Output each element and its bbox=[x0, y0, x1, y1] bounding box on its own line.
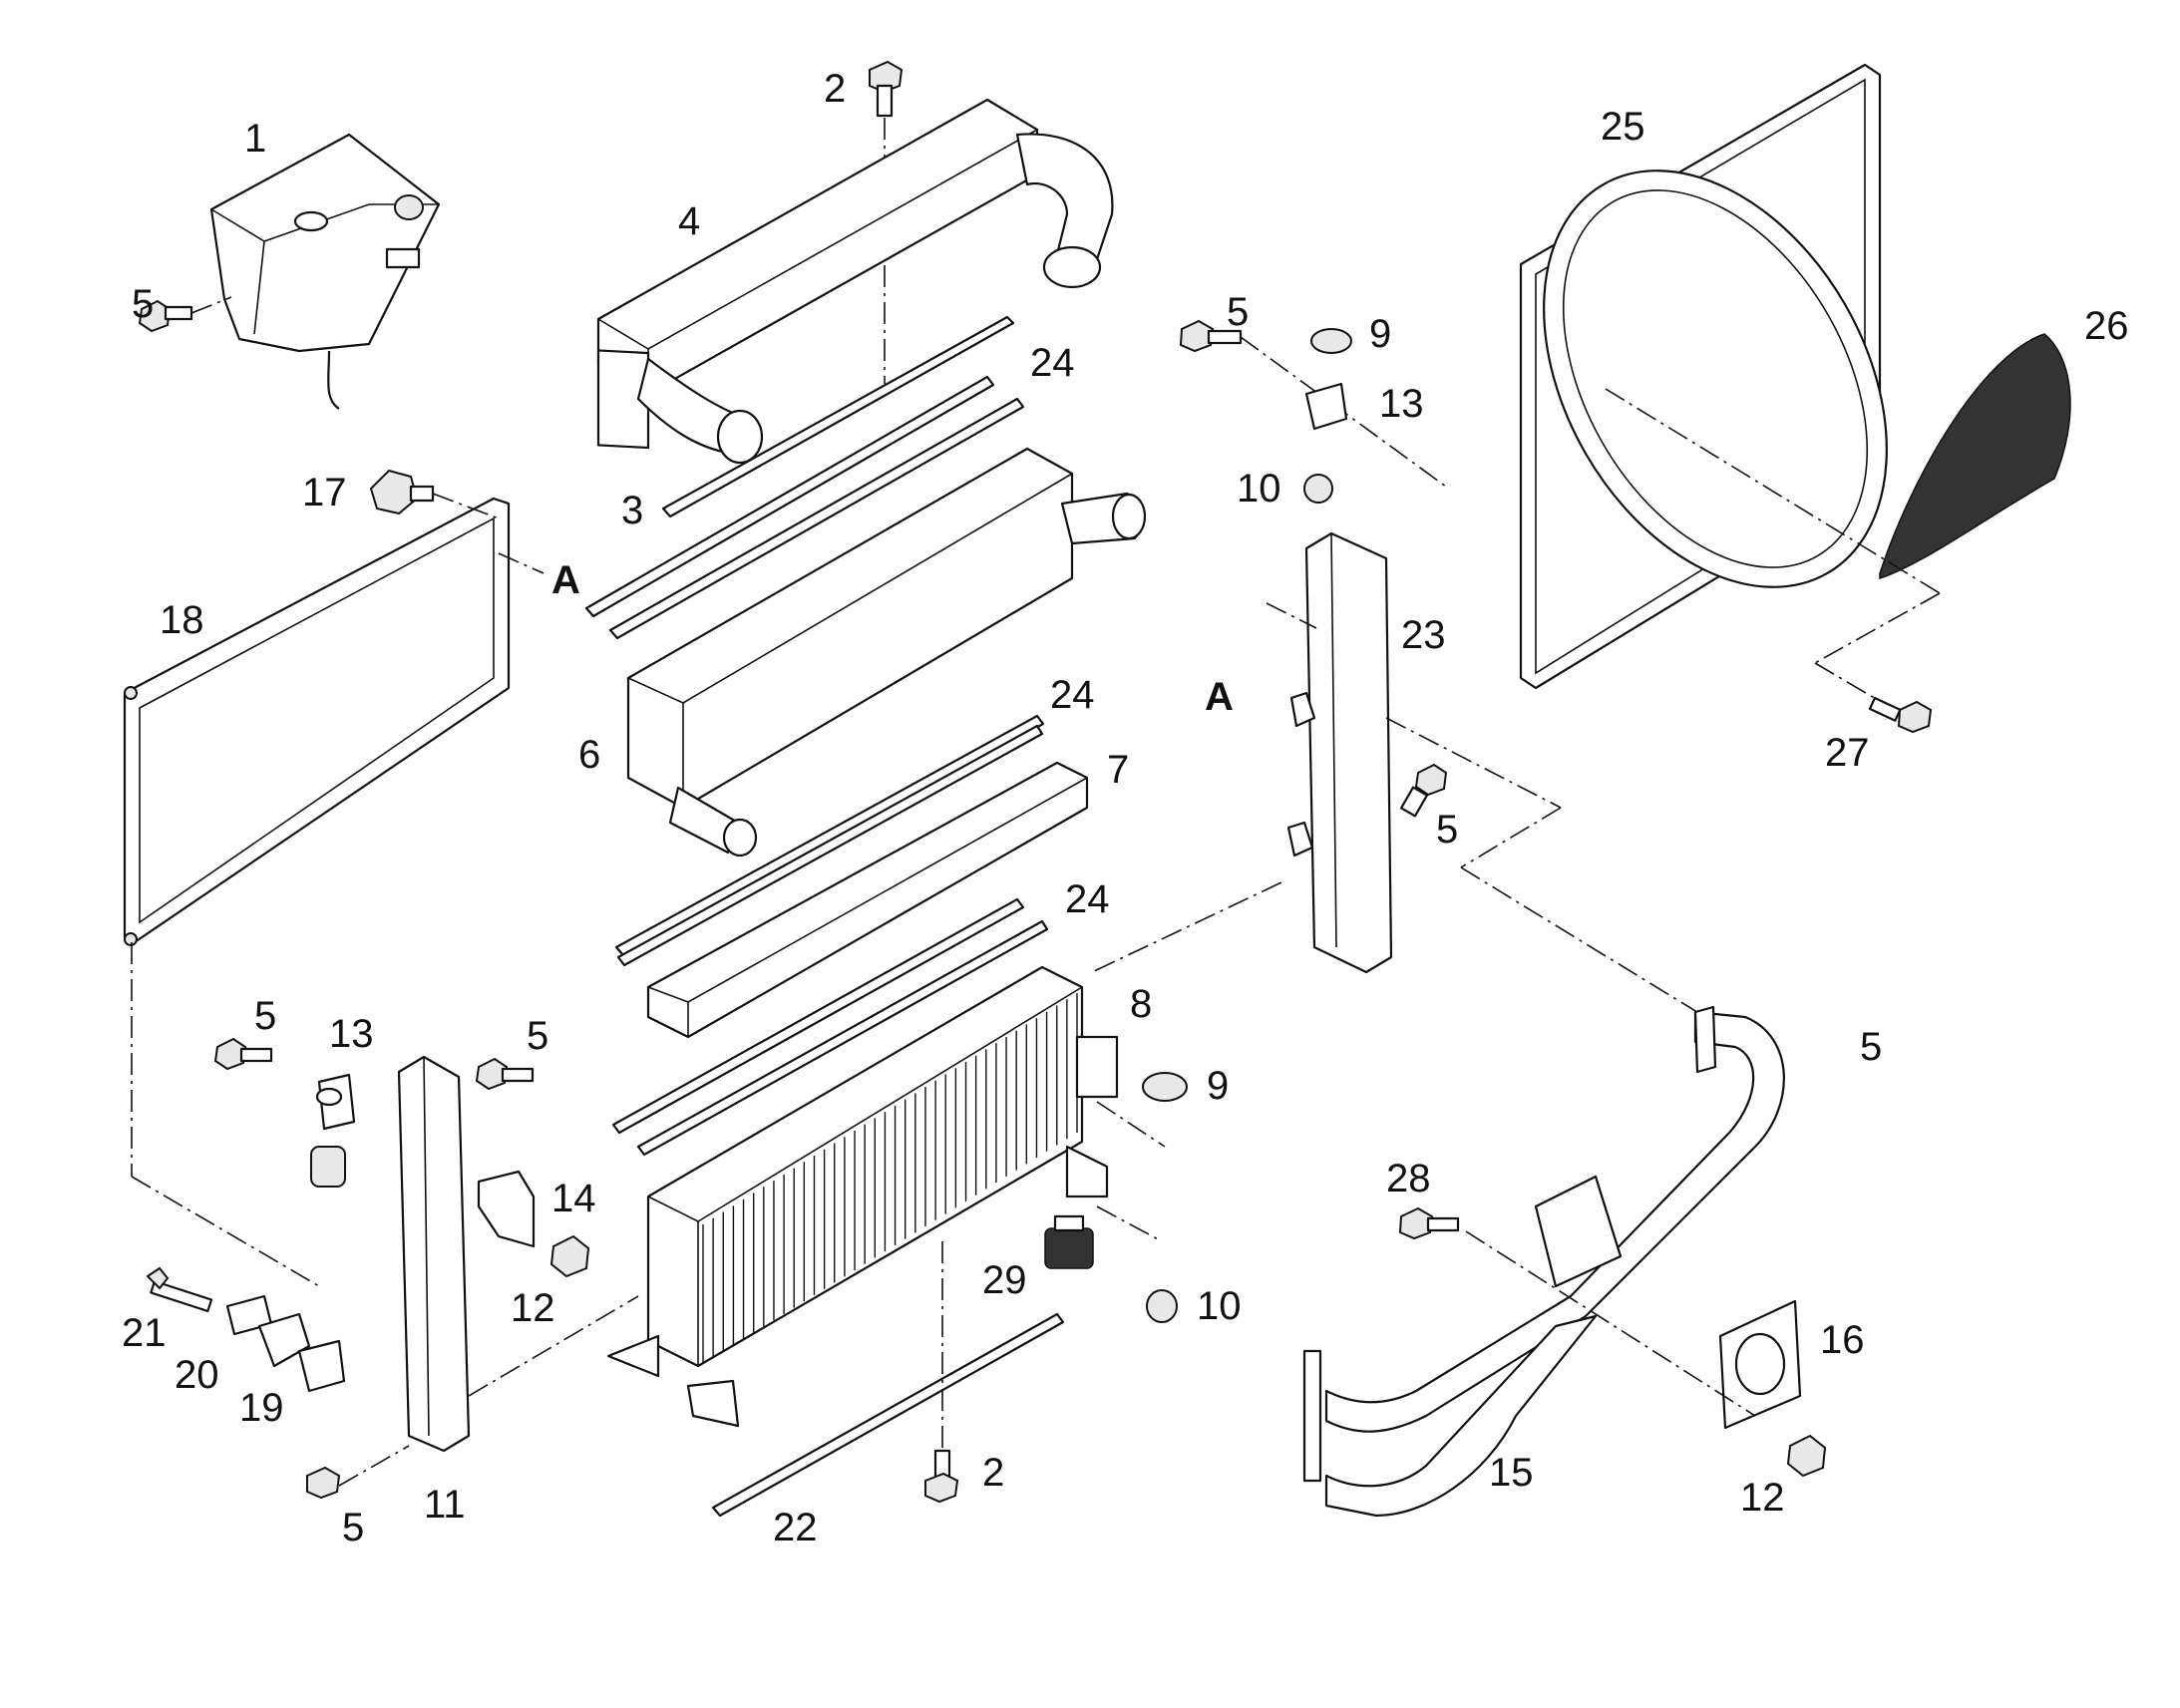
callout-5: 5 bbox=[527, 1014, 548, 1058]
grommet-icon bbox=[1303, 328, 1352, 504]
callout-24: 24 bbox=[1050, 673, 1095, 717]
callout-5: 5 bbox=[1860, 1025, 1882, 1069]
expansion-tank bbox=[209, 133, 441, 410]
seal-strip-2 bbox=[614, 714, 1045, 967]
callout-10: 10 bbox=[1197, 1284, 1242, 1328]
callout-27: 27 bbox=[1825, 731, 1870, 775]
callout-7: 7 bbox=[1107, 748, 1129, 792]
grommet-9 bbox=[1096, 1072, 1188, 1148]
callout-12: 12 bbox=[1740, 1476, 1785, 1520]
callout-13: 13 bbox=[329, 1012, 374, 1056]
callout-8: 8 bbox=[1130, 982, 1152, 1026]
callout-21: 21 bbox=[122, 1311, 167, 1355]
callout-2: 2 bbox=[824, 67, 846, 111]
callout-28: 28 bbox=[1386, 1157, 1431, 1200]
callout-22: 22 bbox=[773, 1506, 818, 1549]
callout-5: 5 bbox=[254, 994, 276, 1038]
callout-18: 18 bbox=[160, 598, 204, 642]
callout-24: 24 bbox=[1065, 877, 1110, 921]
callout-11: 11 bbox=[424, 1483, 466, 1527]
callout-3: 3 bbox=[621, 489, 643, 532]
callout-6: 6 bbox=[578, 733, 600, 777]
callout-24: 24 bbox=[1030, 341, 1075, 385]
callout-20: 20 bbox=[175, 1353, 219, 1397]
grommet-10 bbox=[1096, 1205, 1178, 1323]
intercooler bbox=[596, 98, 1114, 465]
callout-12: 12 bbox=[511, 1286, 555, 1330]
clamp-19 bbox=[257, 1312, 346, 1393]
callout-19: 19 bbox=[239, 1386, 284, 1430]
screw-icon bbox=[1399, 763, 1448, 818]
fan-guard bbox=[1879, 333, 2071, 580]
callout-10: 10 bbox=[1237, 467, 1281, 511]
callout-15: 15 bbox=[1489, 1451, 1534, 1495]
screw-icon bbox=[1398, 1206, 1460, 1240]
bracket-14 bbox=[477, 1170, 536, 1248]
plate-16 bbox=[1718, 1299, 1802, 1430]
fan-shroud bbox=[1519, 63, 1888, 690]
callout-14: 14 bbox=[551, 1177, 596, 1220]
fitting-29 bbox=[1044, 1214, 1094, 1269]
nut-icon bbox=[549, 1234, 590, 1278]
hydraulic-oil-cooler bbox=[626, 447, 1147, 857]
rubber-mount bbox=[310, 1146, 346, 1188]
screw-icon bbox=[1179, 319, 1447, 488]
right-bracket bbox=[1286, 531, 1393, 974]
screw-icon bbox=[475, 1057, 535, 1091]
fuel-cooler bbox=[646, 761, 1089, 1039]
callout-26: 26 bbox=[2084, 304, 2129, 348]
screw-icon bbox=[138, 296, 232, 333]
reference-marker-a: A bbox=[551, 558, 580, 602]
callout-29: 29 bbox=[982, 1258, 1027, 1302]
callout-25: 25 bbox=[1601, 105, 1645, 149]
callout-9: 9 bbox=[1207, 1064, 1229, 1108]
callout-5: 5 bbox=[342, 1506, 364, 1549]
left-bracket bbox=[397, 1055, 471, 1453]
seal-strip bbox=[584, 315, 1025, 640]
reference-marker-a: A bbox=[1205, 675, 1234, 719]
callout-2: 2 bbox=[982, 1451, 1004, 1495]
callout-17: 17 bbox=[302, 471, 347, 514]
screw-icon bbox=[1868, 696, 1933, 734]
callout-5: 5 bbox=[1436, 808, 1458, 852]
knob-icon bbox=[369, 469, 500, 519]
screw-icon bbox=[306, 1466, 341, 1500]
bolt-21 bbox=[146, 1266, 213, 1313]
screw-icon bbox=[213, 1037, 273, 1071]
callout-5: 5 bbox=[1227, 290, 1249, 334]
seal-strip-3 bbox=[611, 897, 1049, 1157]
callout-16: 16 bbox=[1820, 1318, 1865, 1362]
bottom-seal bbox=[711, 1241, 1065, 1518]
callout-13: 13 bbox=[1379, 382, 1424, 426]
lower-brace bbox=[1302, 1005, 1785, 1518]
nut-icon bbox=[1786, 1434, 1827, 1478]
radiator bbox=[606, 965, 1119, 1428]
callout-1: 1 bbox=[244, 117, 266, 161]
callout-9: 9 bbox=[1369, 312, 1391, 356]
callout-23: 23 bbox=[1401, 613, 1446, 657]
frame bbox=[123, 497, 511, 946]
callout-4: 4 bbox=[678, 199, 700, 243]
mount-bracket bbox=[315, 1073, 356, 1131]
callout-5: 5 bbox=[132, 282, 154, 326]
